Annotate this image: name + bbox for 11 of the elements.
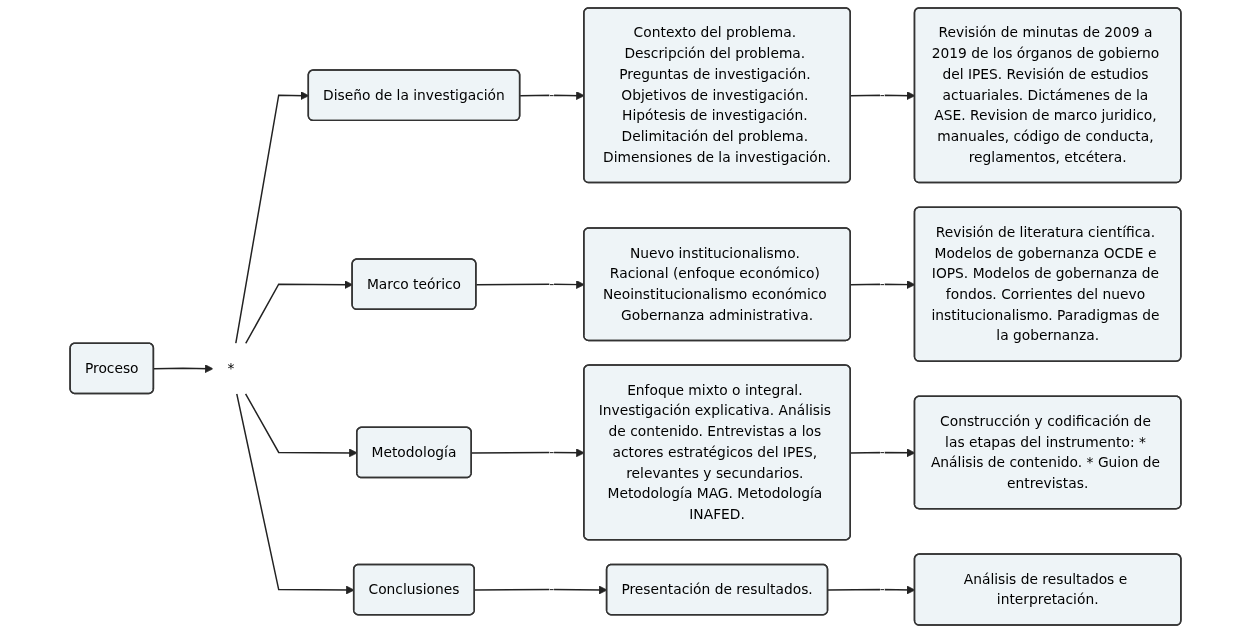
edge-label: - bbox=[549, 275, 555, 292]
edge-label: - bbox=[549, 86, 555, 103]
node-text: * bbox=[227, 359, 235, 376]
edge-label: - bbox=[879, 275, 885, 292]
arrow bbox=[244, 280, 353, 345]
edge-label: - bbox=[879, 86, 885, 103]
edge-label: - bbox=[879, 444, 885, 460]
arrow bbox=[153, 364, 214, 373]
edge-label: - bbox=[549, 444, 555, 460]
edge-label: - bbox=[549, 581, 555, 597]
edge-label: - bbox=[879, 581, 885, 597]
